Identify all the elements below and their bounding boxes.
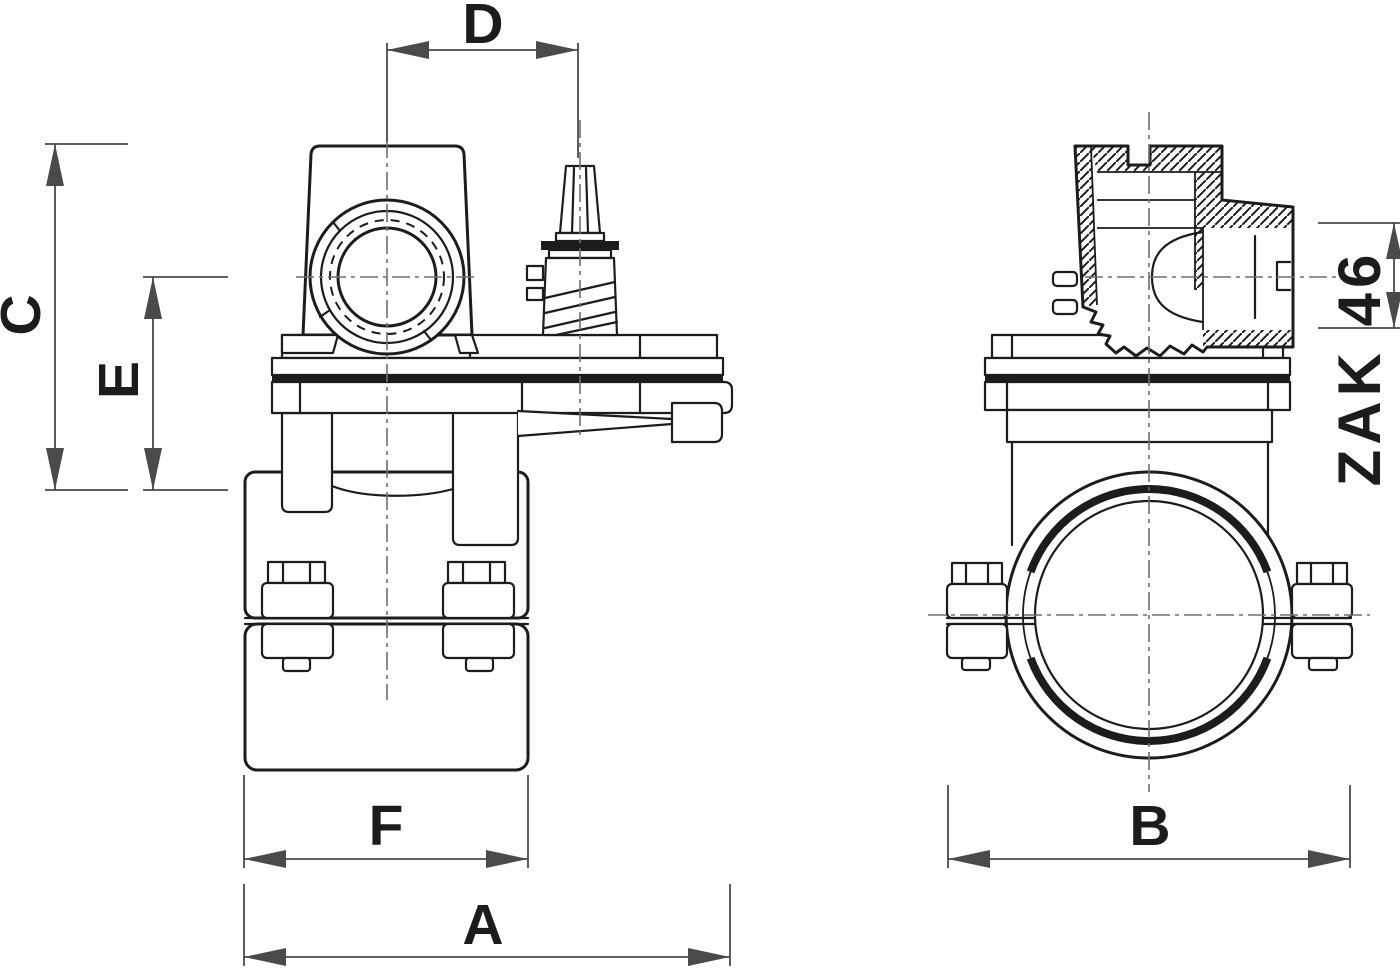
hatch-top [1091, 146, 1222, 172]
lug [1051, 298, 1079, 316]
dimension-d: D [386, 0, 579, 158]
support-foot [670, 401, 724, 444]
dimension-a: A [243, 884, 731, 966]
housing-section [1051, 144, 1295, 358]
lug [1051, 270, 1079, 288]
spindle [525, 164, 619, 337]
dimension-f: F [243, 775, 529, 868]
dim-label-f: F [369, 794, 404, 858]
side-view [243, 120, 734, 772]
o-ring [541, 241, 619, 250]
gasket [272, 375, 723, 382]
dimension-b: B [947, 785, 1351, 868]
pipe-outer-bottom [1026, 656, 1272, 745]
dim-label-zak: ZAK 46 [1326, 250, 1393, 487]
pipe-crown-line [330, 484, 455, 497]
dim-label-e: E [87, 361, 151, 399]
hatch-right-wall [1195, 172, 1293, 290]
clamp-bolts-side [260, 560, 516, 673]
dimension-e: E [87, 276, 228, 491]
dimension-c: C [0, 143, 128, 491]
dimension-zak: ZAK 46 [1318, 222, 1400, 487]
socket-groove [1275, 260, 1292, 292]
saddle-legs [280, 401, 520, 547]
hatch-bottom [1203, 330, 1293, 352]
dim-label-d: D [462, 0, 503, 56]
front-view [928, 112, 1370, 792]
centerlines-side [296, 120, 581, 700]
dim-label-c: C [0, 294, 53, 335]
gasket-front [985, 375, 1290, 382]
dim-label-b: B [1129, 794, 1170, 858]
hatch-left-wall [1075, 146, 1097, 307]
clamp-bolts-front [945, 561, 1354, 672]
centerlines-front [928, 112, 1370, 792]
dim-label-a: A [462, 893, 503, 957]
